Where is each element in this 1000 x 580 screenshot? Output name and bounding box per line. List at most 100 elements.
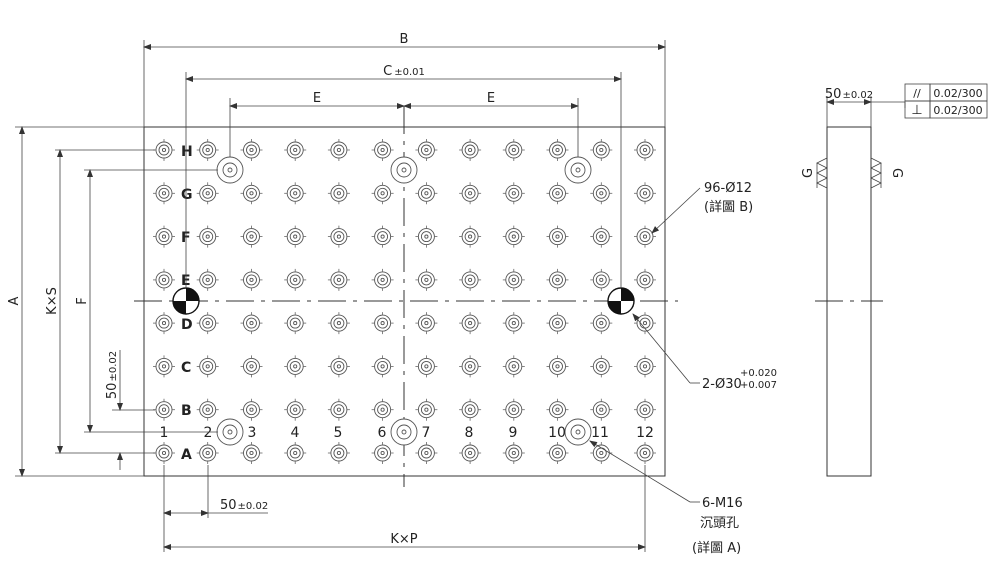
grid-hole [590,442,613,464]
locating-pin-left [172,287,200,315]
grid-hole [153,355,175,378]
grid-hole [634,139,656,161]
grid-hole [327,139,350,161]
grid-hole [196,355,219,378]
side-thickness-dimension: 50±0.02 [825,87,873,127]
grid-hole [546,139,569,161]
grid-hole [284,355,307,378]
callout-tapped: 6-M16 沉頭孔 (詳圖 A) [589,440,743,556]
dimension-e: E E [229,91,579,157]
grid-hole [371,312,394,335]
grid-hole [590,355,613,378]
grid-hole [240,355,263,378]
callout-holes-detail: (詳圖 B) [704,199,753,215]
callout-pins-tol-upper: +0.020 [740,368,777,379]
grid-hole [546,398,569,421]
callout-tapped-detail: (詳圖 A) [692,540,741,556]
column-label: 3 [248,425,257,441]
grid-hole [196,442,219,464]
dimension-kxp: K×P [163,465,646,552]
grid-hole [459,312,482,335]
grid-hole [546,312,569,335]
column-label: 12 [636,425,654,441]
grid-hole [153,182,175,205]
grid-hole [284,398,307,421]
row-label: B [181,403,192,419]
m16-counterbore-hole [390,156,418,184]
column-label: 1 [160,425,169,441]
dimension-row-pitch-label: 50±0.02 [105,351,120,399]
grid-hole [153,139,175,161]
grid-hole [284,139,307,161]
dimension-a: A [7,126,144,477]
m16-counterbore-hole [564,156,592,184]
column-label: 8 [465,425,474,441]
grid-hole [634,268,656,291]
grid-hole [546,182,569,205]
grid-hole [240,225,263,248]
grid-hole [327,182,350,205]
datum-right: G [870,157,904,189]
grid-hole [634,442,656,464]
grid-hole [153,398,175,421]
dimension-c: C±0.01 [185,64,622,288]
column-label: 10 [548,425,566,441]
grid-hole [415,442,438,464]
grid-hole [196,182,219,205]
tolerance-symbol-parallel: // [913,87,921,100]
grid-hole [502,442,525,464]
grid-hole [502,182,525,205]
grid-hole [590,312,613,335]
side-view: 50±0.02 // 0.02/300 ⊥ 0.02/300 G G [801,83,988,477]
grid-hole [590,182,613,205]
locating-pin-right [607,287,635,315]
grid-hole [196,312,219,335]
grid-hole [327,312,350,335]
grid-hole [459,139,482,161]
grid-hole [502,139,525,161]
side-thickness-label: 50±0.02 [825,87,873,102]
grid-hole [415,312,438,335]
grid-hole [196,225,219,248]
grid-hole [502,225,525,248]
dimension-f-label: F [75,297,90,304]
tolerance-value-perpendicular: 0.02/300 [933,104,982,117]
large-holes [216,156,592,446]
row-label: C [181,360,191,376]
grid-hole [240,182,263,205]
column-label: 4 [291,425,300,441]
grid-hole [502,268,525,291]
grid-hole [546,355,569,378]
dimension-b-label: B [400,32,409,47]
dimension-c-label: C±0.01 [383,64,425,79]
grid-hole [502,312,525,335]
grid-hole [546,268,569,291]
callout-pins-tol-lower: +0.007 [740,380,777,391]
grid-hole [371,182,394,205]
grid-hole [153,225,175,248]
row-label: A [181,447,192,463]
grid-hole [590,268,613,291]
grid-hole [196,268,219,291]
grid-hole [327,268,350,291]
dimension-row-pitch: 50±0.02 [105,350,155,470]
m16-counterbore-hole [216,156,244,184]
callout-holes: 96-Ø12 (詳圖 B) [651,181,753,234]
grid-hole [284,312,307,335]
grid-hole [153,442,175,464]
dimension-col-pitch: 50±0.02 [163,465,268,552]
grid-hole [371,139,394,161]
dimension-f: F [75,169,218,433]
grid-hole [240,442,263,464]
grid-hole [590,225,613,248]
grid-hole [459,182,482,205]
tolerance-frame: // 0.02/300 ⊥ 0.02/300 [871,83,988,119]
callout-pins-text: 2-Ø30 [702,377,742,392]
dimension-e-right-label: E [487,91,495,106]
column-label: 7 [422,425,431,441]
grid-hole [590,139,613,161]
grid-hole [284,442,307,464]
column-label: 9 [509,425,518,441]
column-label: 2 [204,425,213,441]
